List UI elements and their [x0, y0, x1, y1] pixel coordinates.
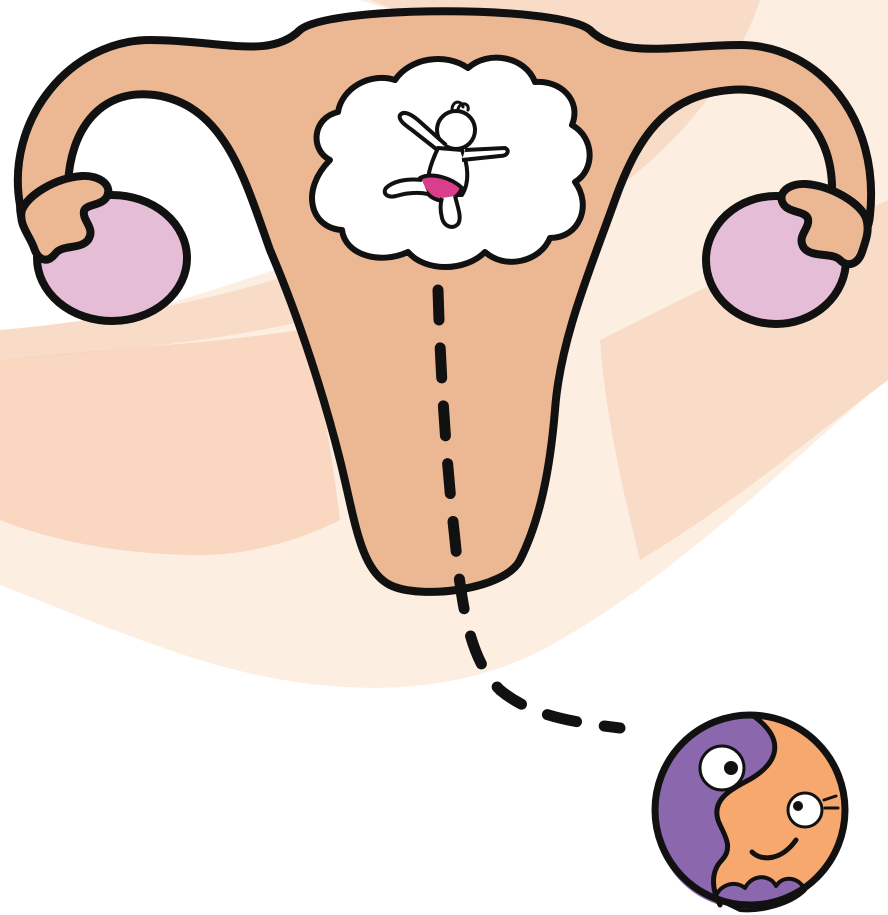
yin-yang-face-icon [655, 715, 845, 910]
eye-right-pupil [793, 801, 803, 811]
eye-right-white [788, 793, 822, 827]
eye-left-pupil [724, 761, 738, 775]
baby-leg-right [441, 196, 460, 227]
wash-band-deep [0, 330, 340, 555]
baby-leg-left [385, 179, 428, 196]
